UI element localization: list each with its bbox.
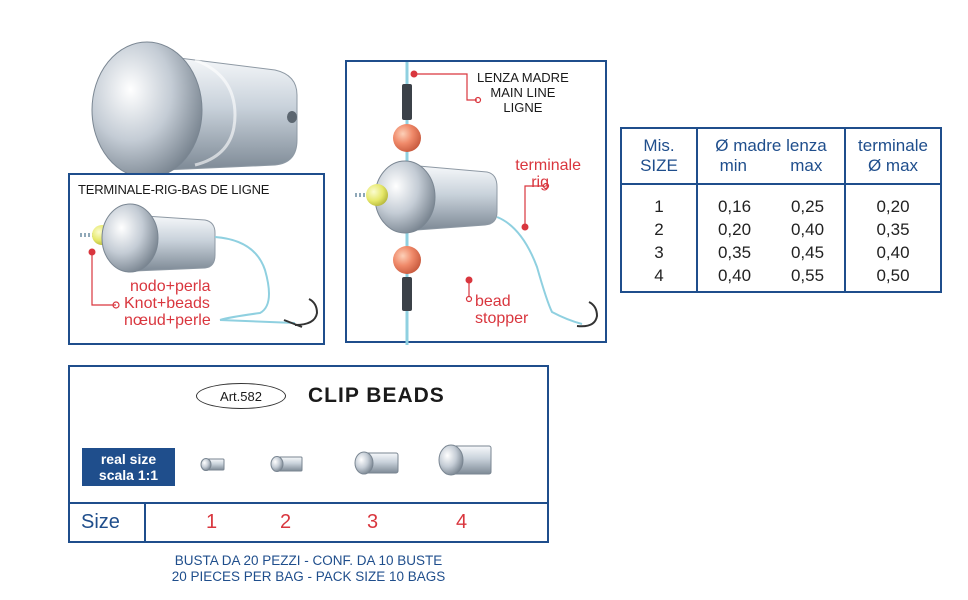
main-line-diagram (355, 62, 599, 345)
product-name: CLIP BEADS (308, 384, 445, 407)
rig-diagram-box: TERMINALE-RIG-BAS DE LIGNE nodo+perla Kn… (68, 173, 325, 345)
table-cell: 0,40 (876, 243, 910, 262)
table-cell: 0,50 (876, 266, 910, 285)
size-row-divider (70, 502, 547, 504)
table-cell: 0,35 (876, 220, 910, 239)
real-size-badge: real size scala 1:1 (82, 448, 175, 486)
knot-label: nodo+perla Knot+beads nœud+perle (124, 278, 211, 329)
rig-label: terminale rig (515, 157, 581, 191)
header-min: min (719, 156, 748, 175)
size-3: 3 (367, 511, 379, 533)
size-3-bead (354, 451, 399, 475)
rig-diagram (80, 203, 319, 328)
size-label: Size (81, 511, 120, 533)
bead-stopper-label: bead stopper (475, 293, 529, 327)
clip-bead-illustration (91, 41, 298, 179)
main-line-label: LENZA MADRE MAIN LINE LIGNE (477, 70, 569, 115)
packaging-note: BUSTA DA 20 PEZZI - CONF. DA 10 BUSTE 20… (171, 553, 446, 584)
table-cell: 2 (654, 220, 664, 239)
spec-table-header: Mis. SIZE Ø madre lenza min max terminal… (621, 128, 941, 185)
size-4: 4 (456, 511, 468, 533)
size-1-bead (200, 458, 225, 471)
header-size: Mis. SIZE (621, 128, 697, 185)
header-rig: terminale Ø max (844, 128, 941, 185)
main-line-diagram-box: LENZA MADRE MAIN LINE LIGNE terminale ri… (345, 60, 607, 345)
size-col-divider (144, 502, 146, 541)
header-max: max (790, 156, 823, 175)
table-cell: 4 (654, 266, 664, 285)
header-main-line: Ø madre lenza min max (696, 128, 845, 185)
table-cell: 1 (654, 197, 664, 216)
size-2-bead (270, 456, 303, 472)
size-4-bead (438, 444, 492, 476)
col-size: 1 2 3 4 (621, 184, 697, 292)
size-2: 2 (280, 511, 292, 533)
col-rig: 0,20 0,35 0,40 0,50 (844, 184, 941, 292)
rig-box-title: TERMINALE-RIG-BAS DE LIGNE (78, 182, 270, 197)
size-spec-table: Mis. SIZE Ø madre lenza min max terminal… (620, 127, 942, 293)
article-badge: Art.582 (196, 383, 286, 409)
product-size-box: Art.582 CLIP BEADS real size scala 1:1 S… (68, 365, 549, 543)
table-cell: 0,20 (876, 197, 910, 216)
real-size-beads (200, 444, 492, 476)
size-1: 1 (206, 511, 218, 533)
table-cell: 3 (654, 243, 664, 262)
